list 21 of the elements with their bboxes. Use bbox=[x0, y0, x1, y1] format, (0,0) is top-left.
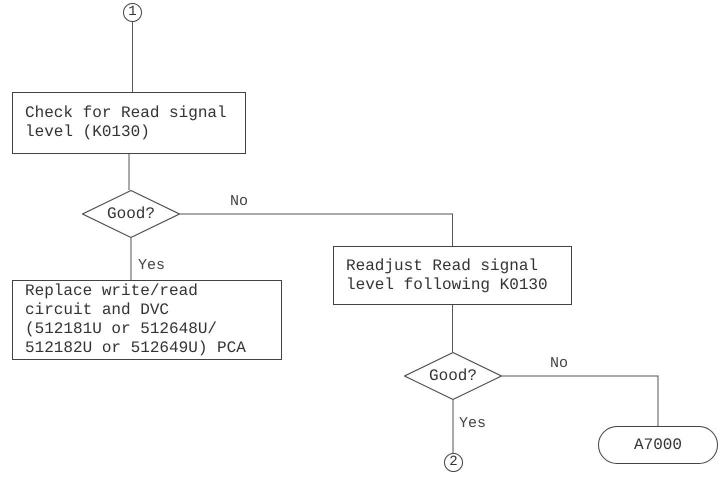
terminal-shape bbox=[598, 426, 718, 464]
decision-diamond bbox=[82, 190, 180, 238]
process-box bbox=[12, 280, 282, 360]
connector-line bbox=[452, 304, 453, 352]
terminal-label: A7000 bbox=[634, 436, 682, 454]
decision-label: Good? bbox=[428, 366, 477, 386]
connector-number: 2 bbox=[449, 454, 458, 471]
connector-line bbox=[452, 400, 454, 454]
process-box bbox=[333, 246, 572, 305]
step-text: Replace write/read circuit and DVC (512181U or 512648U/ 512182U or 512649U) PCA bbox=[25, 282, 247, 358]
step-text: Check for Read signal level (K0130) bbox=[25, 104, 228, 142]
decision-diamond bbox=[404, 352, 502, 400]
connector-line bbox=[130, 238, 132, 280]
connector-line bbox=[128, 154, 130, 190]
step-text: Readjust Read signal level following K0130 bbox=[346, 256, 549, 294]
connector-line bbox=[502, 376, 658, 426]
connector-line bbox=[180, 214, 453, 246]
process-box bbox=[12, 92, 246, 154]
connector-line bbox=[132, 22, 133, 92]
decision-label: Good? bbox=[106, 204, 155, 224]
connector-number: 1 bbox=[128, 4, 137, 21]
